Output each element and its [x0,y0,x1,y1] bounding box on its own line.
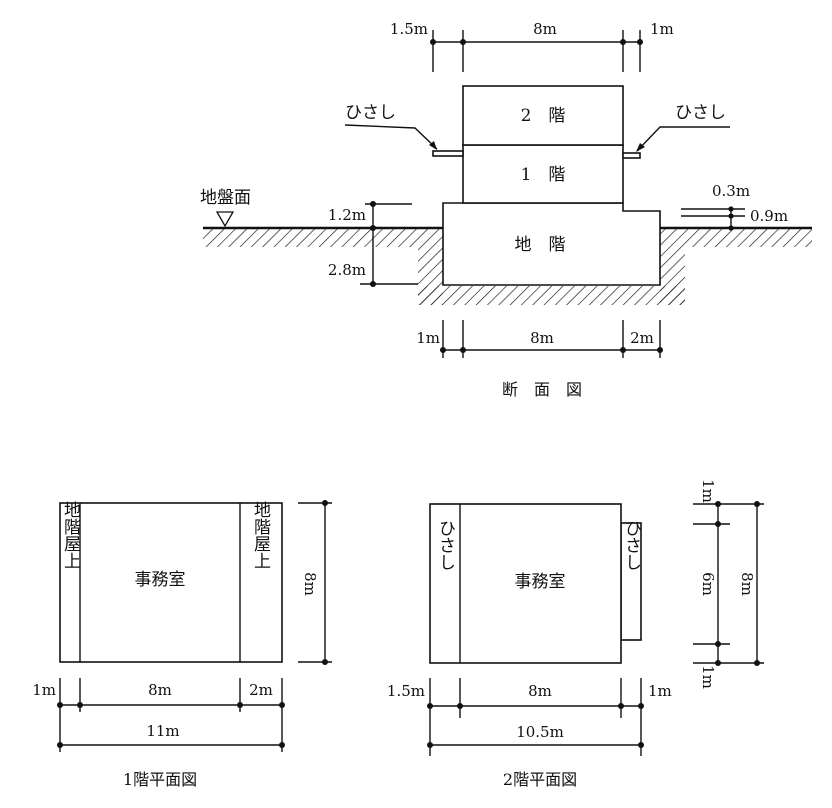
eave-left [432,150,464,157]
dim-label: 8m [528,682,552,700]
plan1-title: 1階平面図 [123,770,197,789]
right-eave-label: ひさし [621,520,641,571]
eave-leader-right: ひさし [636,103,730,152]
ground-label: 地盤面 [200,188,251,208]
plan-floor2: ひさし ひさし 事務室 1m 6m 8m 1m 1.5m 8m 1m 10.5m… [387,479,764,789]
ground-level-marker: 地盤面 [200,188,251,228]
dim-label: 1.5m [387,682,425,700]
section-step-dimension: 0.3m 0.9m [681,182,788,231]
dim-label: 6m [699,572,717,596]
dim-label: 8m [533,20,557,38]
section-bottom-dimension: 1m 8m 2m [416,320,663,358]
dim-label: 1m [650,20,674,38]
section-height-dimension: 1.2m 2.8m [328,201,418,287]
left-strip-label: 地階屋上 [60,501,81,569]
left-eave-label: ひさし [435,520,455,571]
dim-label: 1m [416,329,440,347]
dim-label: 8m [738,572,756,596]
room-label: 事務室 [135,570,186,590]
plan2-title: 2階平面図 [503,770,577,789]
plan-floor1: 地階屋上 地階屋上 事務室 8m 1m 8m 2m 11m 1階平面図 [32,500,332,789]
dim-label: 10.5m [516,723,564,741]
dim-label: 0.9m [750,207,788,225]
eave-leader-left: ひさし [344,103,438,150]
dim-label: 2m [630,329,654,347]
dim-label: 1.2m [328,206,366,224]
dim-label: 1m [32,681,56,699]
dim-label: 2.8m [328,261,366,279]
section-view: 1.5m 8m 1m 地 階 1 階 2 階 ひさし [200,20,812,399]
depth-label: 8m [301,572,319,596]
eave-right [622,152,641,159]
eave-right-label: ひさし [675,103,726,123]
eave-left-label: ひさし [345,103,396,123]
right-strip-label: 地階屋上 [250,501,271,569]
dim-label: 1.5m [390,20,428,38]
section-title: 断 面 図 [502,380,582,399]
floor2-label: 2 階 [521,106,566,126]
dim-label: 11m [146,722,179,740]
floor1-label: 1 階 [521,165,566,185]
dim-label: 0.3m [712,182,750,200]
dim-label: 2m [249,681,273,699]
dim-label: 1m [648,682,672,700]
dim-label: 1m [699,665,717,689]
level-triangle-icon [215,211,235,228]
section-top-dimension: 1.5m 8m 1m [390,20,674,72]
dim-label: 1m [699,479,717,503]
basement-label: 地 階 [515,235,566,255]
ground-hatching [203,226,812,305]
dim-label: 8m [530,329,554,347]
dim-label: 8m [148,681,172,699]
floor2-block [462,85,624,146]
room-label: 事務室 [515,572,566,592]
